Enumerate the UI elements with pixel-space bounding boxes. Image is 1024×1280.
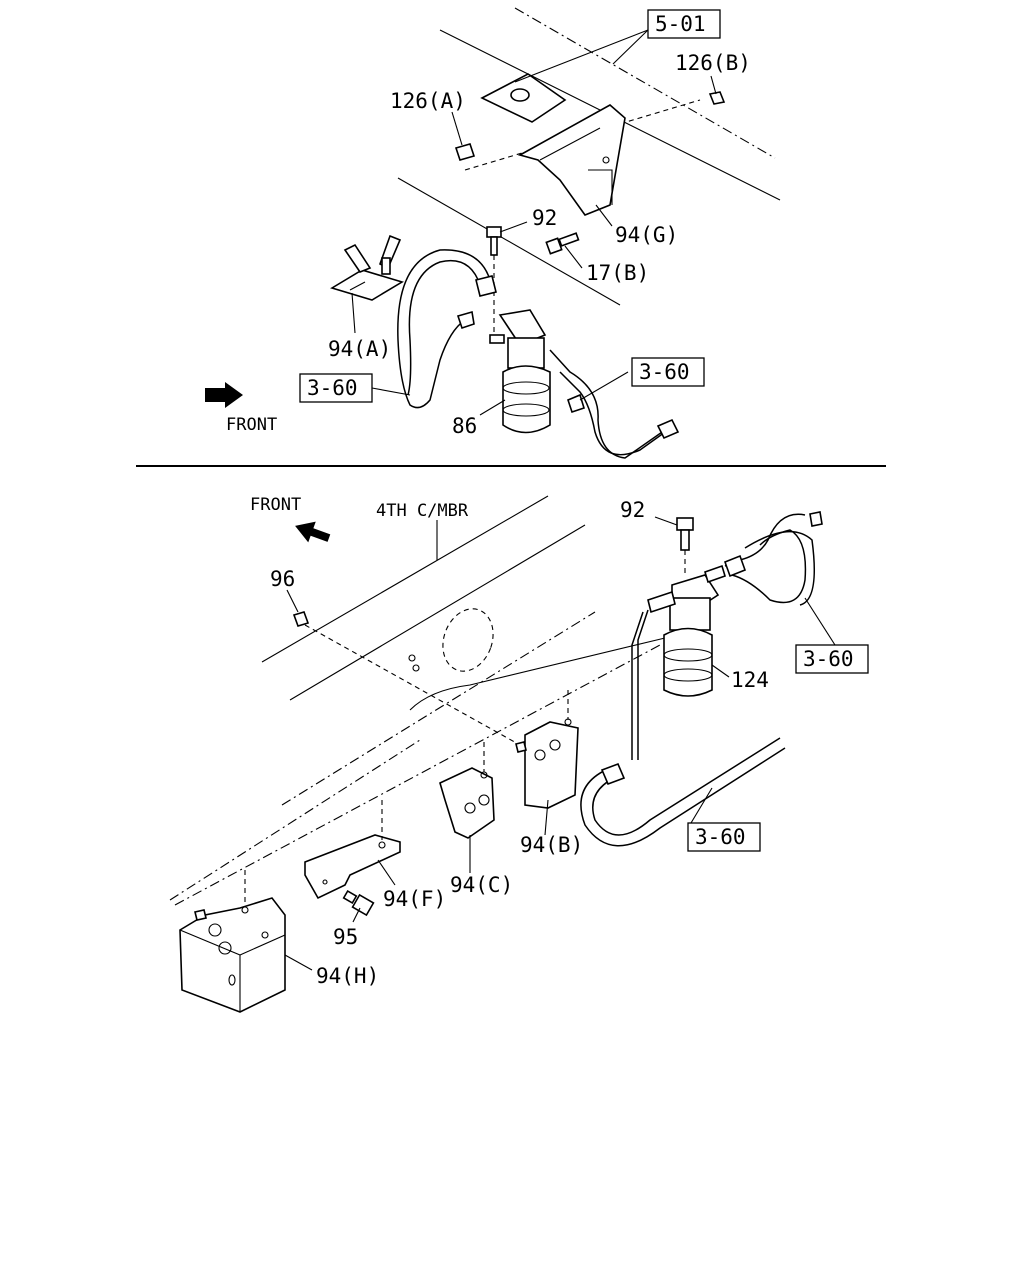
bolt-icon xyxy=(194,909,207,921)
leader xyxy=(710,75,717,95)
leader xyxy=(687,787,713,829)
frame-centerline xyxy=(281,611,596,806)
filter-124-label: 124 xyxy=(731,668,769,692)
fuel-hose xyxy=(559,371,676,456)
bracket-94f xyxy=(304,800,401,900)
front-label: FRONT xyxy=(250,495,301,515)
bolt-92-label: 92 xyxy=(620,498,645,522)
bolt-92-label: 92 xyxy=(532,206,557,230)
leader xyxy=(514,29,649,83)
bolt-92-icon xyxy=(676,517,694,575)
upper-view: 5-01 126(B) 126(A) 92 94(G) 17(B) 94(A) … xyxy=(205,7,781,459)
bracket-94a-label: 94(A) xyxy=(328,337,391,361)
leader xyxy=(579,371,629,401)
hose-clamp-icon xyxy=(456,310,475,330)
bracket-94h-label: 94(H) xyxy=(316,964,379,988)
leader xyxy=(654,516,678,526)
hose-clamp-icon xyxy=(656,418,680,440)
ref-box xyxy=(795,644,869,674)
leader xyxy=(286,589,299,613)
leader xyxy=(284,954,313,971)
fuel-hose xyxy=(592,737,781,836)
hose-clamp-icon xyxy=(600,762,626,786)
bolt-icon xyxy=(515,741,527,753)
fuel-line xyxy=(637,609,649,760)
frame-centerline xyxy=(169,739,421,901)
bracket-94g xyxy=(480,73,626,216)
bolt-95-icon xyxy=(342,889,375,917)
front-arrow-icon xyxy=(205,382,243,408)
nut-126b-label: 126(B) xyxy=(675,51,751,75)
frame-line xyxy=(397,177,621,306)
lower-view: FRONT 4TH C/MBR 92 96 3-60 124 3-60 94(B… xyxy=(169,495,869,1013)
ref-box xyxy=(687,822,761,852)
frame-centerline xyxy=(174,644,661,906)
leader xyxy=(451,111,463,146)
fuel-filter-124 xyxy=(647,564,726,697)
frame-line xyxy=(409,637,666,711)
filter-86-label: 86 xyxy=(452,414,477,438)
hose-clamp-icon xyxy=(567,393,585,414)
front-arrow-icon xyxy=(295,521,331,543)
leader xyxy=(711,664,730,678)
leader xyxy=(544,799,549,836)
ref-3-60-lower-label[interactable]: 3-60 xyxy=(695,825,746,849)
bracket-94b-label: 94(B) xyxy=(520,833,583,857)
ref-3-60-right-label[interactable]: 3-60 xyxy=(639,360,690,384)
bracket-94c-label: 94(C) xyxy=(450,873,513,897)
nut-96-icon xyxy=(292,611,310,627)
leader xyxy=(499,221,528,233)
bracket-94h xyxy=(179,870,286,1013)
assembly-leader xyxy=(304,624,521,746)
frame-hole xyxy=(412,664,420,672)
leader xyxy=(352,907,361,923)
leader xyxy=(595,204,613,227)
crossmember-label: 4TH C/MBR xyxy=(376,501,469,521)
leader xyxy=(564,245,583,269)
nut-126a-icon xyxy=(454,143,476,161)
frame-hole xyxy=(408,654,416,662)
hose-clamp-icon xyxy=(723,554,747,578)
bracket-94b xyxy=(524,690,579,809)
hose-clamp-icon xyxy=(475,275,497,297)
bolt-17b-label: 17(B) xyxy=(586,261,649,285)
bolt-95-label: 95 xyxy=(333,925,358,949)
leader xyxy=(479,399,506,416)
ref-3-60-left-label[interactable]: 3-60 xyxy=(307,376,358,400)
leader xyxy=(804,597,836,646)
frame-line xyxy=(261,495,549,663)
ref-box xyxy=(631,357,705,387)
hose-clamp-icon xyxy=(809,511,823,527)
fuel-hose xyxy=(724,513,806,567)
fuel-hose xyxy=(549,349,666,459)
leader xyxy=(371,387,411,396)
nut-126b-icon xyxy=(708,91,726,105)
frame-hole xyxy=(442,608,494,672)
nut-126a-label: 126(A) xyxy=(390,89,466,113)
ref-5-01-label[interactable]: 5-01 xyxy=(655,12,706,36)
front-label: FRONT xyxy=(226,415,277,435)
fuel-hose xyxy=(397,249,491,409)
leader xyxy=(351,292,356,334)
nut-96-label: 96 xyxy=(270,567,295,591)
fuel-hose xyxy=(744,530,815,606)
fuel-filter-86 xyxy=(489,309,551,434)
leader xyxy=(377,859,396,886)
fuel-hose xyxy=(580,747,786,847)
leader xyxy=(612,29,649,65)
ref-box xyxy=(647,9,721,39)
bracket-94c xyxy=(439,742,495,839)
bracket-94a xyxy=(330,234,404,301)
bracket-94g-label: 94(G) xyxy=(615,223,678,247)
bracket-94f-label: 94(F) xyxy=(383,887,446,911)
assembly-leader xyxy=(464,99,701,171)
ref-box xyxy=(299,373,373,403)
fuel-line xyxy=(631,611,644,760)
bolt-17b-icon xyxy=(545,232,580,255)
fuel-hose xyxy=(407,260,481,396)
ref-3-60-upper-label[interactable]: 3-60 xyxy=(803,647,854,671)
frame-line xyxy=(289,524,586,701)
